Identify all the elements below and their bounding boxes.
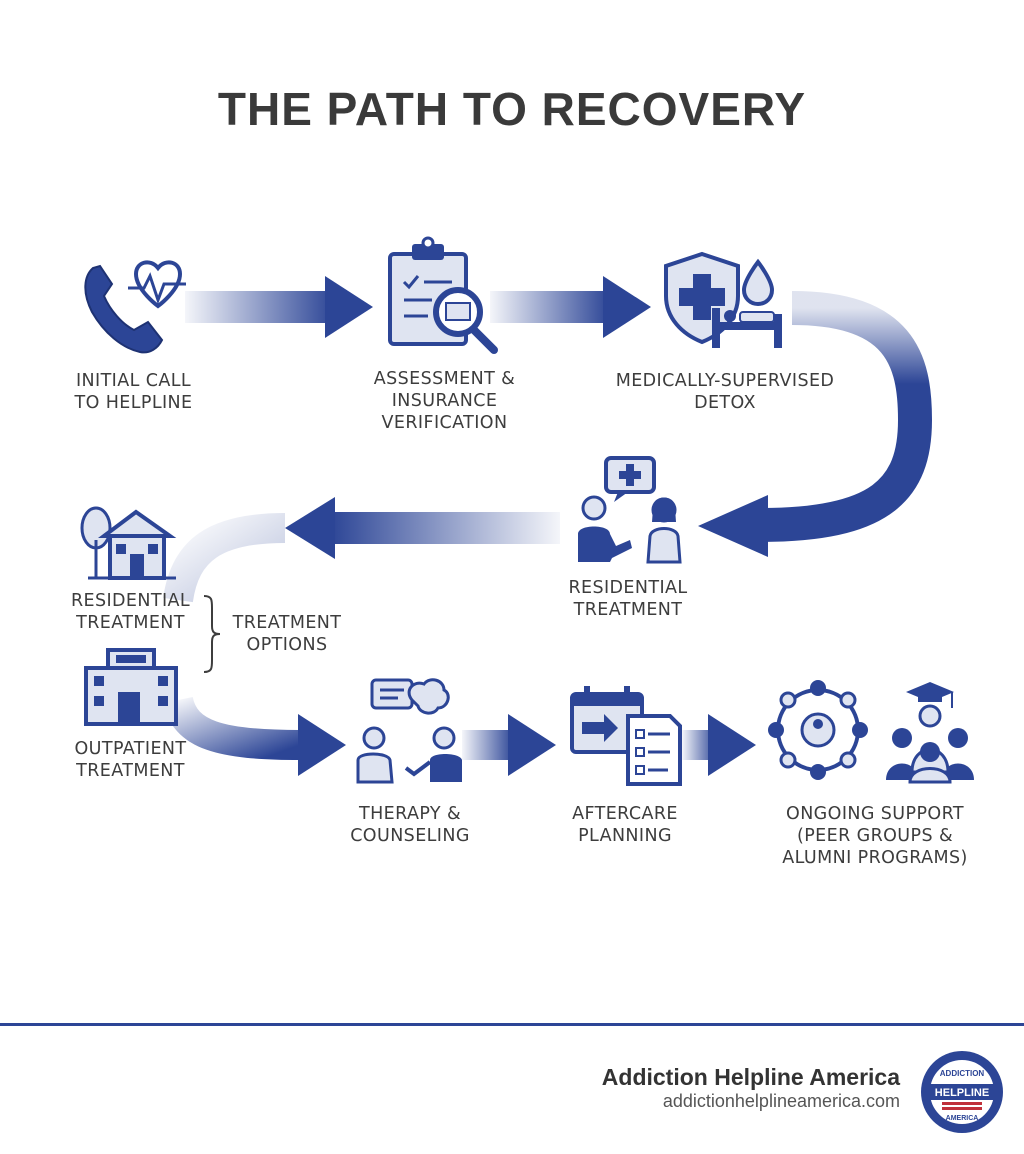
svg-text:AMERICA: AMERICA <box>946 1115 979 1122</box>
step-label-outpatient: OUTPATIENT TREATMENT <box>74 739 187 781</box>
split-curve-up <box>163 513 286 603</box>
shield-cross-bed-icon <box>664 251 782 348</box>
arrow-therapy-aftercare <box>462 714 556 776</box>
step-label-therapy: THERAPY & COUNSELING <box>350 804 470 846</box>
arrow-split-down <box>163 696 346 776</box>
step-label-detox: MEDICALLY-SUPERVISED DETOX <box>615 371 835 413</box>
step-label-residential-center: RESIDENTIAL TREATMENT <box>568 578 688 620</box>
arrow-aftercare-support <box>682 714 756 776</box>
house-icon <box>80 506 177 580</box>
peer-groups-icon <box>768 680 974 784</box>
footer-divider <box>0 1023 1024 1026</box>
arrow-1 <box>185 276 373 338</box>
svg-text:HELPLINE: HELPLINE <box>935 1087 989 1099</box>
svg-text:ADDICTION: ADDICTION <box>940 1069 985 1078</box>
brand-seal-logo: HELPLINE ADDICTION AMERICA <box>921 1051 1003 1133</box>
brand-name: Addiction Helpline America <box>601 1064 900 1090</box>
treatment-options-label: TREATMENT OPTIONS <box>232 613 342 655</box>
step-label-aftercare: AFTERCARE PLANNING <box>572 804 678 846</box>
step-label-ongoing-support: ONGOING SUPPORT (PEER GROUPS & ALUMNI PR… <box>782 804 968 868</box>
treatment-options-brace <box>203 595 221 673</box>
clipboard-magnifier-icon <box>388 236 498 354</box>
calendar-checklist-icon <box>570 686 682 786</box>
consultation-icon <box>578 456 682 564</box>
step-label-assessment: ASSESSMENT & INSURANCE VERIFICATION <box>373 369 516 433</box>
arrow-left <box>285 497 560 559</box>
arrow-curve-right <box>698 291 933 557</box>
flow-diagram <box>80 236 974 786</box>
brand-url[interactable]: addictionhelplineamerica.com <box>662 1091 900 1111</box>
step-label-initial-call: INITIAL CALL TO HELPLINE <box>74 371 193 413</box>
page-title: THE PATH TO RECOVERY <box>217 83 807 135</box>
therapy-session-icon <box>356 678 462 784</box>
step-label-residential-left: RESIDENTIAL TREATMENT <box>70 591 191 633</box>
arrow-2 <box>490 276 651 338</box>
building-icon <box>84 648 178 726</box>
phone-heartbeat-icon <box>84 260 186 354</box>
